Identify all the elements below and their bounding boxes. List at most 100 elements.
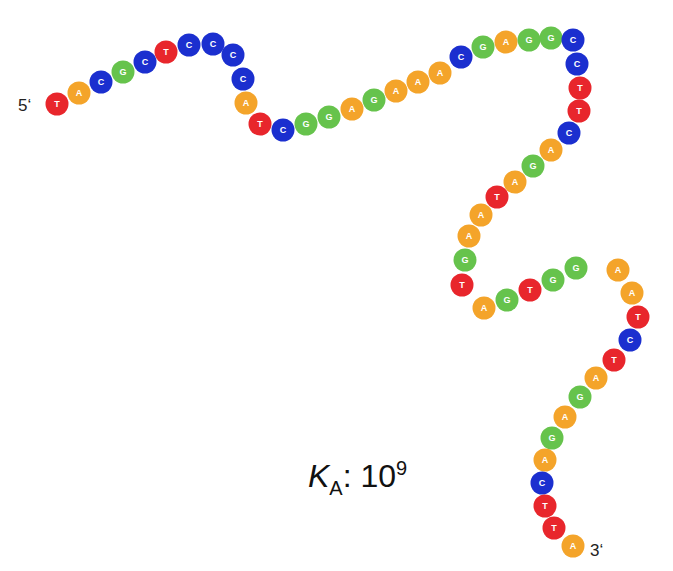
nucleotide-bead — [272, 119, 295, 142]
base-letter: T — [487, 193, 507, 202]
nucleotide-bead — [472, 36, 495, 59]
base-letter: C — [203, 40, 223, 49]
nucleotide-bead — [458, 225, 481, 248]
base-letter: C — [273, 126, 293, 135]
nucleotide-bead — [232, 68, 255, 91]
base-letter: G — [364, 96, 384, 105]
nucleotide-bead — [569, 386, 592, 409]
base-letter: C — [563, 36, 583, 45]
base-letter: C — [223, 51, 243, 60]
nucleotide-bead — [495, 31, 518, 54]
base-letter: G — [296, 120, 316, 129]
base-letter: T — [535, 502, 555, 511]
base-letter: C — [135, 58, 155, 67]
base-letter: T — [570, 84, 590, 93]
nucleotide-bead — [318, 106, 341, 129]
base-letter: G — [543, 276, 563, 285]
nucleotide-bead — [627, 306, 650, 329]
base-letter: G — [497, 296, 517, 305]
base-letter: G — [473, 43, 493, 52]
nucleotide-bead — [470, 204, 493, 227]
nucleotide-bead — [46, 93, 69, 116]
base-letter: G — [566, 264, 586, 273]
nucleotide-bead — [541, 427, 564, 450]
base-letter: C — [91, 78, 111, 87]
base-letter: C — [620, 336, 640, 345]
nucleotide-bead — [363, 89, 386, 112]
base-letter: G — [113, 68, 133, 77]
base-letter: T — [544, 524, 564, 533]
nucleotide-bead — [178, 34, 201, 57]
base-letter: G — [519, 36, 539, 45]
nucleotide-bead — [473, 297, 496, 320]
nucleotide-bead — [568, 100, 591, 123]
nucleotide-bead — [68, 82, 91, 105]
constant-text: : 10 — [343, 458, 396, 494]
nucleotide-bead — [450, 46, 473, 69]
base-letter: T — [628, 313, 648, 322]
nucleotide-bead — [534, 449, 557, 472]
base-letter: A — [586, 374, 606, 383]
nucleotide-bead — [540, 139, 563, 162]
nucleotide-bead — [454, 249, 477, 272]
nucleotide-bead — [385, 80, 408, 103]
nucleotide-bead — [585, 367, 608, 390]
nucleotide-bead — [235, 92, 258, 115]
nucleotide-bead — [222, 44, 245, 67]
nucleotide-bead — [429, 62, 452, 85]
nucleotide-bead — [540, 27, 563, 50]
nucleotide-bead — [562, 29, 585, 52]
base-letter: A — [535, 456, 555, 465]
base-letter: A — [622, 289, 642, 298]
base-letter: A — [430, 69, 450, 78]
nucleotide-bead — [554, 406, 577, 429]
nucleotide-bead — [531, 472, 554, 495]
nucleotide-bead — [90, 71, 113, 94]
nucleotide-bead — [451, 274, 474, 297]
base-letter: A — [496, 38, 516, 47]
nucleotide-bead — [202, 33, 225, 56]
nucleotide-bead — [621, 282, 644, 305]
base-letter: A — [236, 99, 256, 108]
strand-end-label: 5‘ — [18, 97, 31, 114]
base-letter: A — [505, 178, 525, 187]
nucleotide-bead — [249, 113, 272, 136]
base-letter: T — [520, 286, 540, 295]
base-letter: C — [233, 75, 253, 84]
nucleotide-bead — [619, 329, 642, 352]
base-letter: T — [47, 100, 67, 109]
base-letter: T — [452, 281, 472, 290]
nucleotide-bead — [522, 155, 545, 178]
nucleotide-bead — [562, 535, 585, 558]
constant-text: K — [308, 458, 329, 494]
base-letter: A — [555, 413, 575, 422]
constant-text: A — [329, 477, 342, 499]
base-letter: A — [386, 87, 406, 96]
base-letter: T — [156, 48, 176, 57]
nucleotide-bead — [295, 113, 318, 136]
nucleotide-bead — [518, 29, 541, 52]
base-letter: A — [69, 89, 89, 98]
base-letter: G — [570, 393, 590, 402]
nucleotide-bead — [607, 259, 630, 282]
nucleotide-bead — [603, 349, 626, 372]
base-letter: A — [408, 78, 428, 87]
base-letter: A — [474, 304, 494, 313]
base-letter: G — [523, 162, 543, 171]
nucleotide-bead — [519, 279, 542, 302]
base-letter: T — [569, 107, 589, 116]
base-letter: G — [319, 113, 339, 122]
nucleotide-bead — [341, 98, 364, 121]
base-letter: G — [455, 256, 475, 265]
association-constant: KA: 109 — [308, 460, 407, 492]
strand-end-label: 3‘ — [590, 542, 603, 559]
base-letter: A — [608, 266, 628, 275]
nucleotide-bead — [565, 257, 588, 280]
base-letter: C — [567, 60, 587, 69]
nucleotide-bead — [542, 269, 565, 292]
constant-text: 9 — [396, 457, 407, 479]
nucleotide-bead — [504, 171, 527, 194]
base-letter: C — [451, 53, 471, 62]
base-letter: C — [559, 129, 579, 138]
base-letter: G — [541, 34, 561, 43]
